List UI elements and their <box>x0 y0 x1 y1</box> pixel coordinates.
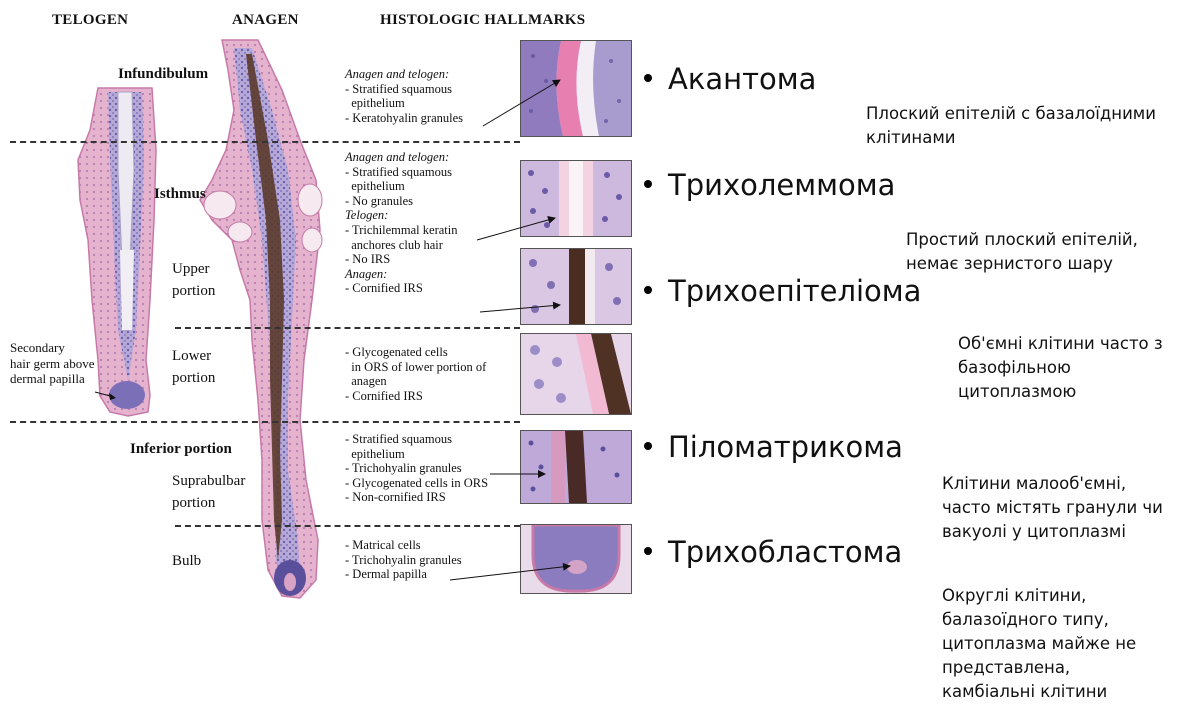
desc-trichoblastoma: Округлі клітини,балазоїдного типу,цитопл… <box>942 536 1136 728</box>
arrow-keratohyalin <box>483 80 560 126</box>
tumor-acanthoma: Акантома <box>644 62 816 96</box>
arrow-dermal-papilla <box>450 566 570 580</box>
pointer-arrows <box>0 0 640 665</box>
bullet-icon <box>644 286 652 294</box>
tumor-trichoblastoma: Трихобластома <box>644 535 902 569</box>
bullet-icon <box>644 180 652 188</box>
bullet-icon <box>644 74 652 82</box>
arrow-cornified-irs <box>480 305 560 312</box>
arrow-trichilemmal <box>477 218 555 240</box>
bullet-icon <box>644 547 652 555</box>
tumor-trichoepithelioma: Трихоепітеліома <box>644 274 921 308</box>
tumor-tricholemmoma: Трихолеммома <box>644 168 895 202</box>
bullet-icon <box>644 442 652 450</box>
tumor-pilomatricoma: Піломатрикома <box>644 430 903 464</box>
desc-tricholemmoma: Простий плоский епітелій,немає зернистог… <box>906 180 1138 300</box>
